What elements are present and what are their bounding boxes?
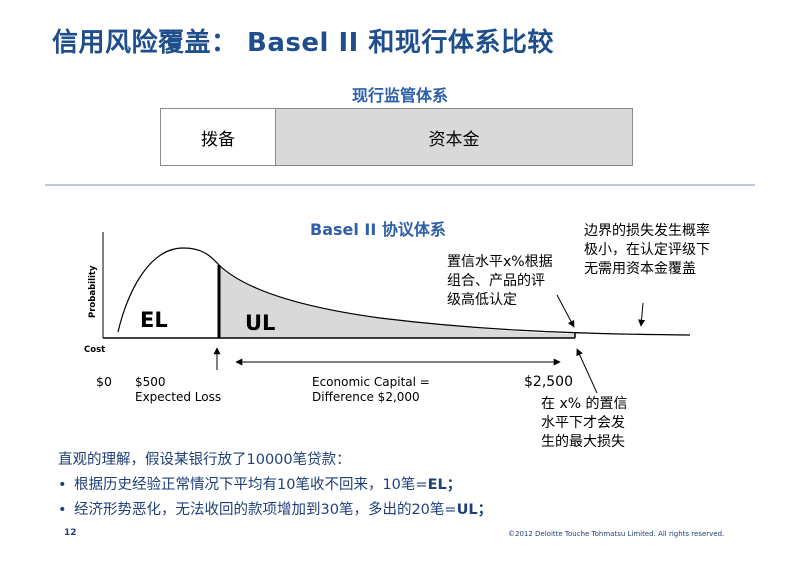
basel-heading: Basel II 协议体系 xyxy=(310,220,446,239)
boundary-arrow xyxy=(638,302,646,327)
page-number: 12 xyxy=(64,528,77,538)
confidence-arrow xyxy=(556,294,575,328)
boundary-note: 边界的损失发生概率 极小，在认定评级下 无需用资本金覆盖 xyxy=(584,223,710,277)
copyright: ©2012 Deloitte Touche Tohmatsu Limited. … xyxy=(508,530,725,538)
max-loss-arrow xyxy=(576,348,598,394)
expected-loss-label: $500 Expected Loss xyxy=(135,375,222,404)
bullet-ul-text: 经济形势恶化，无法收回的款项增加到30笔，多出的20笔= xyxy=(74,502,457,518)
axis-y-label: Probability xyxy=(88,265,98,318)
loss-distribution-curve xyxy=(117,247,691,336)
explanation-block: 直观的理解，假设某银行放了10000笔贷款： • 根据历史经验正常情况下平均有1… xyxy=(58,448,492,523)
capital-cell: 资本金 xyxy=(276,109,632,165)
explanation-intro: 直观的理解，假设某银行放了10000笔贷款： xyxy=(58,452,351,468)
ul-area xyxy=(219,265,575,338)
zero-cost-label: $0 xyxy=(96,374,112,389)
axis-x-label: Cost xyxy=(84,345,105,355)
bullet-el: • 根据历史经验正常情况下平均有10笔收不回来，10笔= EL； xyxy=(58,473,492,498)
bullet-dot: • xyxy=(58,477,67,493)
regulatory-heading: 现行监管体系 xyxy=(351,86,448,105)
max-loss-note: 在 x% 的置信 水平下才会发 生的最大损失 xyxy=(541,396,628,450)
bullet-ul-term: UL； xyxy=(456,502,493,518)
provision-cell: 拨备 xyxy=(161,109,276,165)
bullet-dot: • xyxy=(58,502,67,518)
page-title: 信用风险覆盖： Basel II 和现行体系比较 xyxy=(52,28,554,58)
max-loss-value: $2,500 xyxy=(524,374,573,390)
economic-capital-label: Economic Capital = Difference $2,000 xyxy=(312,375,430,404)
confidence-note: 置信水平x%根据 组合、产品的评 级高低认定 xyxy=(447,254,553,308)
section-divider xyxy=(45,184,755,186)
ul-label: UL xyxy=(245,311,275,335)
bullet-el-term: EL； xyxy=(427,477,462,493)
bullet-ul: • 经济形势恶化，无法收回的款项增加到30笔，多出的20笔= UL； xyxy=(58,498,492,523)
regulatory-bar: 拨备 资本金 xyxy=(160,108,633,166)
bullet-el-text: 根据历史经验正常情况下平均有10笔收不回来，10笔= xyxy=(74,477,428,493)
el-label: EL xyxy=(140,308,168,332)
